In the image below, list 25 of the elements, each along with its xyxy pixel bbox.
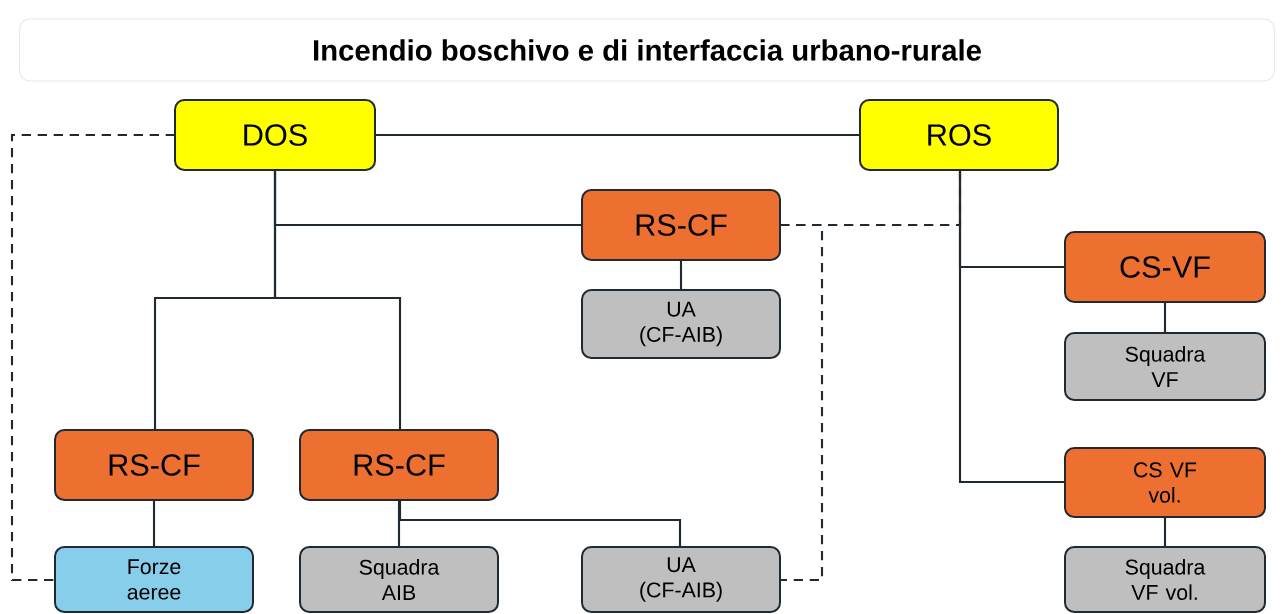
connector-line bbox=[1163, 302, 1167, 333]
role-box: Squadra AIB bbox=[299, 546, 499, 613]
role-box: Squadra VF bbox=[1064, 332, 1266, 401]
role-box: RS-CF bbox=[581, 189, 781, 261]
role-box: CS VF vol. bbox=[1064, 447, 1266, 518]
role-box: ROS bbox=[859, 99, 1059, 171]
connector-line bbox=[398, 500, 682, 547]
role-box: Squadra VF vol. bbox=[1064, 546, 1266, 613]
role-box: Forze aeree bbox=[54, 546, 254, 613]
connector-line bbox=[375, 133, 860, 137]
role-box: CS-VF bbox=[1064, 231, 1266, 303]
title-banner: Incendio boschivo e di interfaccia urbano-rurale bbox=[18, 18, 1276, 82]
connector-line bbox=[780, 223, 824, 582]
role-box: UA (CF-AIB) bbox=[581, 289, 781, 359]
role-box: DOS bbox=[174, 99, 376, 171]
connector-line bbox=[273, 170, 402, 430]
connector-line bbox=[1163, 517, 1167, 547]
role-box: RS-CF bbox=[54, 429, 254, 501]
connector-line bbox=[10, 133, 175, 582]
role-box: UA (CF-AIB) bbox=[581, 546, 781, 613]
connector-line bbox=[152, 500, 156, 547]
connector-line bbox=[958, 170, 1065, 484]
role-box: RS-CF bbox=[299, 429, 499, 501]
connector-line bbox=[679, 260, 683, 290]
connector-line bbox=[397, 500, 401, 547]
